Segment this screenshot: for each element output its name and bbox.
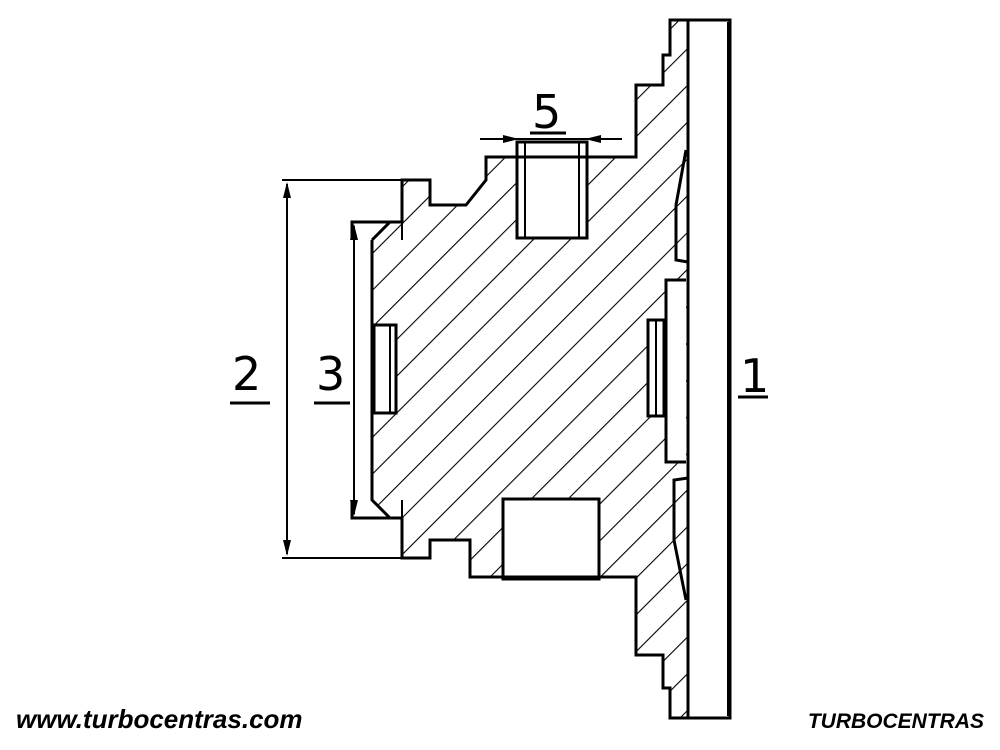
footer-website[interactable]: www.turbocentras.com xyxy=(16,704,303,734)
shaft-plate xyxy=(686,18,732,720)
hub-outline xyxy=(370,18,688,720)
center-recess-left xyxy=(374,325,396,413)
dim-3-arrow-top xyxy=(350,224,358,240)
footer-brand: TURBOCENTRAS xyxy=(807,710,984,733)
hub-section xyxy=(372,20,688,718)
center-recess-left-outline xyxy=(372,323,398,415)
flange-taper-upper xyxy=(674,149,689,264)
lower-pocket xyxy=(503,499,599,579)
flange-slot-outline xyxy=(664,278,686,464)
label-part-1: 1 xyxy=(740,349,769,403)
label-part-3: 3 xyxy=(316,347,345,401)
dim-3-arrow-bottom xyxy=(350,500,358,516)
lower-pocket-outline xyxy=(501,497,601,581)
dim-2-arrow-top xyxy=(283,182,291,198)
dim-5-arrow-right xyxy=(585,135,601,143)
dim-5-arrow-left xyxy=(503,135,519,143)
label-part-2: 2 xyxy=(232,347,261,401)
flange-taper-lower xyxy=(672,476,689,601)
label-part-5: 5 xyxy=(532,85,561,139)
dim-2-arrow-bottom xyxy=(283,540,291,556)
upper-pocket-outline xyxy=(515,140,589,240)
flange-slot xyxy=(666,280,686,462)
